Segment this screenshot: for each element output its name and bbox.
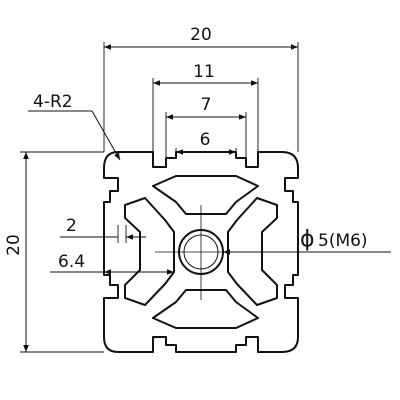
leader-corner-radius bbox=[91, 110, 121, 161]
profile-pocket-left bbox=[124, 197, 175, 306]
dim-slot-outer: 11 bbox=[193, 62, 215, 82]
dim-bore: 5(M6) bbox=[318, 231, 368, 251]
dim-wall: 2 bbox=[66, 216, 77, 236]
dim-slot-mid: 7 bbox=[201, 95, 212, 115]
dim-offset: 6.4 bbox=[58, 252, 85, 272]
profile-pocket-top bbox=[152, 175, 259, 215]
dim-corner-radius: 4-R2 bbox=[33, 92, 73, 112]
dim-bore-symbol: ϕ bbox=[300, 227, 315, 252]
dim-slot-inner: 6 bbox=[200, 130, 211, 150]
dim-overall-width: 20 bbox=[190, 25, 212, 45]
dim-overall-height: 20 bbox=[4, 234, 24, 256]
profile-pocket-bottom bbox=[152, 289, 259, 329]
